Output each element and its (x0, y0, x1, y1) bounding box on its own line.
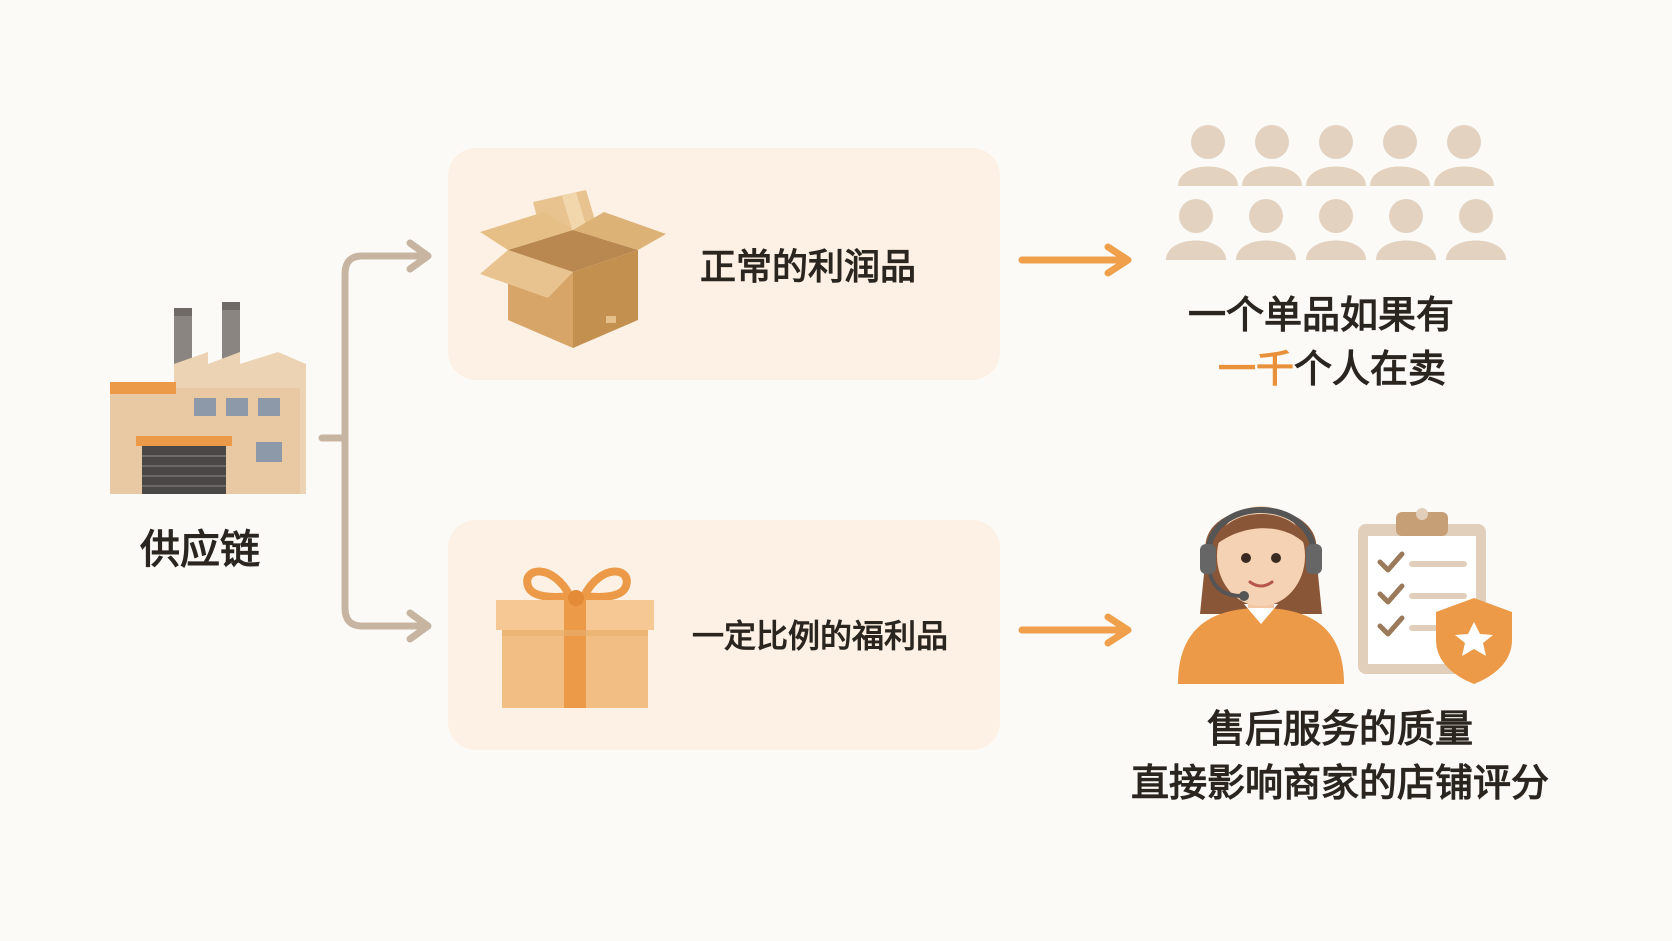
arrow-head-bottom (406, 609, 432, 643)
crowd-caption: 一个单品如果有 一千个人在卖 (1188, 288, 1488, 396)
branch-label-welfare: 一定比例的福利品 (692, 617, 949, 655)
crowd-caption-rest: 个人在卖 (1294, 347, 1447, 391)
checklist-shield-icon (1358, 508, 1512, 684)
arrow-head-top (406, 239, 432, 273)
open-box-icon (480, 190, 666, 348)
service-caption: 售后服务的质量 直接影响商家的店铺评分 (1090, 702, 1590, 810)
customer-service-icon (1178, 506, 1344, 684)
crowd-icon (1166, 125, 1506, 260)
service-caption-line2: 直接影响商家的店铺评分 (1130, 761, 1549, 805)
arrow-to-crowd (1018, 243, 1132, 277)
branch-label-profit: 正常的利润品 (700, 247, 917, 288)
factory-icon (110, 302, 306, 494)
gift-box-icon (496, 567, 654, 708)
service-caption-line1: 售后服务的质量 (1206, 707, 1473, 751)
arrow-to-service (1018, 613, 1132, 647)
crowd-caption-line1: 一个单品如果有 (1188, 293, 1455, 337)
crowd-caption-line2: 一千个人在卖 (1188, 342, 1488, 396)
source-label: 供应链 (140, 527, 260, 573)
crowd-caption-accent: 一千 (1218, 347, 1295, 391)
connector-branch-line (341, 252, 429, 630)
